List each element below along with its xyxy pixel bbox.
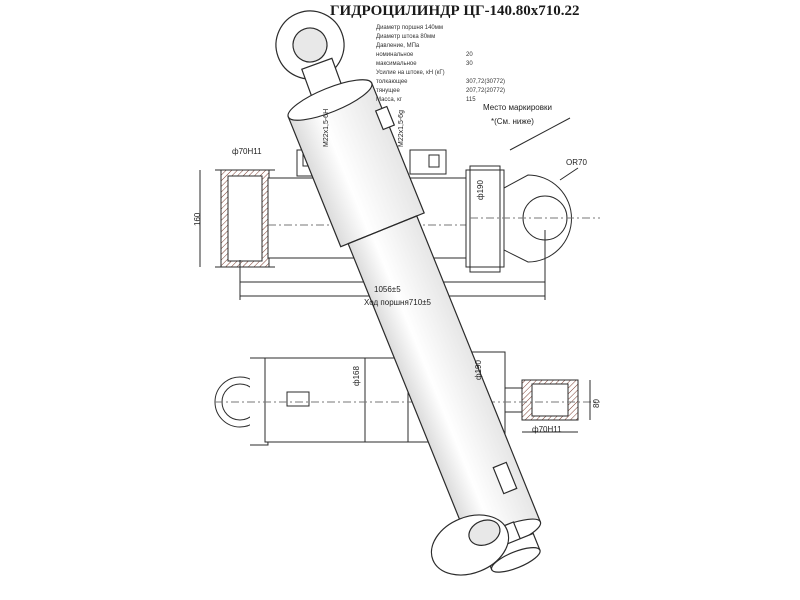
spec-label: Диаметр штока 80мм: [376, 34, 436, 40]
overall-length-label: 1056±5: [374, 285, 401, 294]
cylinder-body: [287, 79, 542, 573]
spec-label: Масса, кг: [376, 97, 402, 103]
bottom-eye: [430, 514, 510, 576]
radius-label: OR70: [566, 158, 587, 167]
drawing-title: ГИДРОЦИЛИНДР ЦГ-140.80х710.22: [330, 3, 580, 19]
spec-label: Диаметр поршня 140мм: [376, 25, 443, 31]
spec-value: 30: [466, 61, 473, 67]
spec-value: 307,72(30772): [466, 79, 506, 85]
stroke-label: Ход поршня710±5: [364, 298, 431, 307]
eye-width-label: 80: [592, 399, 601, 408]
bolt-upper: [374, 105, 396, 131]
spec-value: 115: [466, 97, 476, 103]
collar-bottom-label: ф190: [474, 360, 483, 380]
spec-value: 20: [466, 52, 473, 58]
barrel-dia-label: ф168: [352, 366, 361, 386]
spec-label: толкающее: [376, 79, 408, 85]
spec-label: тянущее: [376, 88, 400, 94]
see-below-label: *(См. ниже): [491, 117, 534, 126]
port-a-label: M22x1,5-6H: [323, 108, 330, 147]
collar-top-label: ф190: [476, 180, 485, 200]
bore-top-label: ф70H11: [232, 147, 262, 156]
height-left-label: 160: [193, 212, 202, 226]
isometric-cylinder: [275, 10, 542, 576]
spec-label: Усилие на штоке, кН (кГ): [376, 70, 445, 76]
spec-value: 207,72(20772): [466, 88, 506, 94]
port-right: [409, 149, 447, 175]
port-b-label: M22x1,5-6g: [398, 110, 405, 147]
marking-place-label: Место маркировки: [483, 103, 552, 112]
spec-label: номинальное: [376, 52, 414, 58]
bore-bottom-label: ф70H11: [532, 425, 562, 434]
spec-label: максимальное: [376, 61, 417, 67]
spec-label: Давление, МПа: [376, 43, 420, 49]
bolt-lower: [492, 461, 518, 495]
